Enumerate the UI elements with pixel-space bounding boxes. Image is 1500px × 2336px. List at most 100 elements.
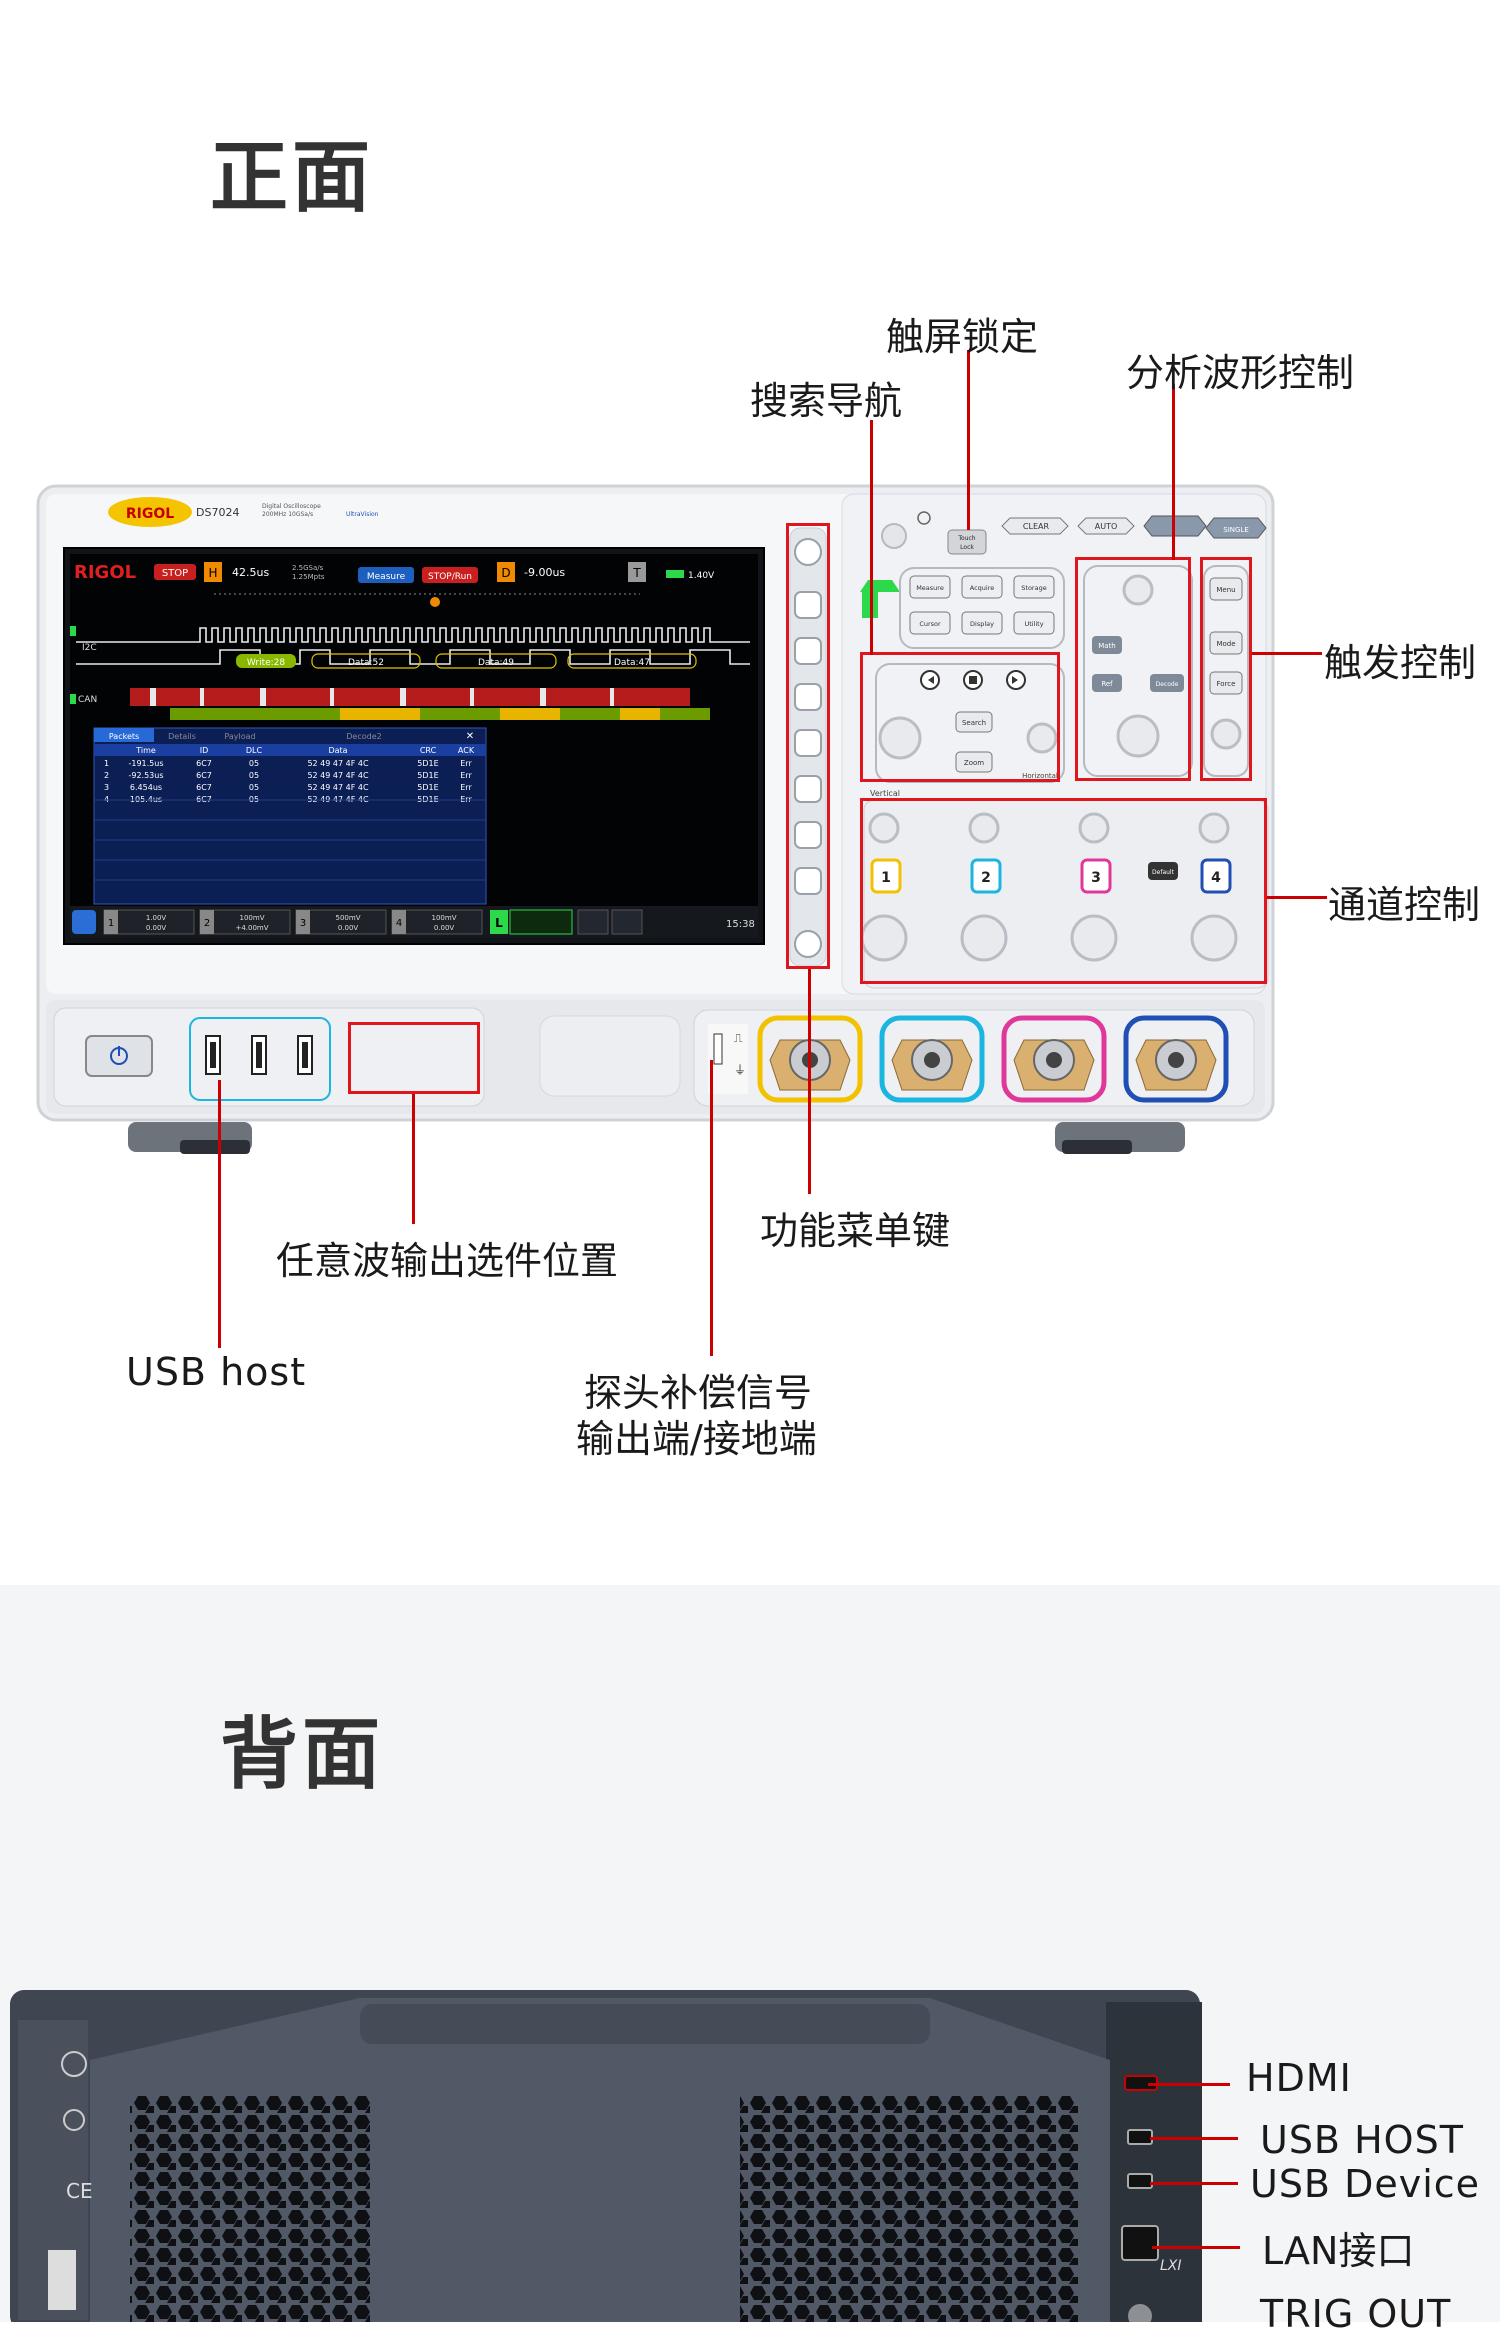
trig-force-label: Force: [1217, 680, 1236, 688]
col-data: Data: [328, 746, 347, 755]
awg-option-box: [348, 1022, 480, 1094]
trigger-callout: 触发控制: [1324, 641, 1477, 685]
menu-button[interactable]: [1013, 575, 1055, 599]
decode-cell: 6C7: [196, 771, 212, 780]
analysis-callout: 分析波形控制: [1126, 351, 1355, 395]
scale-knob[interactable]: [1070, 914, 1118, 962]
decode-tab-2[interactable]: Payload: [224, 732, 255, 741]
decode-cell: 5D1E: [417, 759, 438, 768]
oscilloscope-back: CE LXI: [10, 1990, 1202, 2322]
col-time: Time: [135, 746, 156, 755]
channel-key[interactable]: [970, 858, 1002, 894]
decode-cell: Err: [460, 759, 472, 768]
channel-callout: 通道控制: [1328, 883, 1481, 927]
default-label: Default: [1152, 869, 1175, 876]
svg-text:Lock: Lock: [960, 544, 974, 551]
channel-scale-box[interactable]: [103, 909, 195, 935]
svg-text:⎍: ⎍: [734, 1031, 743, 1045]
clear-label: CLEAR: [1023, 522, 1050, 531]
default-button[interactable]: [1148, 862, 1178, 880]
offset-knob[interactable]: [868, 812, 900, 844]
can-label: CAN: [78, 695, 97, 705]
hdmi-callout: HDMI: [1246, 2056, 1352, 2100]
decode-cell: 52 49 47 4F 4C: [307, 783, 368, 792]
channel-key-label: 1: [881, 870, 891, 886]
h-label: H: [208, 566, 217, 580]
zoom-label: Zoom: [964, 759, 984, 767]
touch-lock-callout: 触屏锁定: [886, 315, 1039, 359]
ref-label: Ref: [1101, 680, 1113, 688]
search-nav-callout: 搜索导航: [750, 379, 903, 423]
channel-scale-box[interactable]: [391, 909, 483, 935]
brand-logo-text: RIGOL: [126, 506, 174, 522]
decode-cell: 6.454us: [130, 783, 162, 792]
timebase-value: 42.5us: [232, 566, 269, 579]
channel-scale-v2: +4.00mV: [235, 924, 268, 932]
menu-button-label: Display: [970, 620, 994, 628]
offset-knob[interactable]: [1078, 812, 1110, 844]
decode-cell: 05: [249, 771, 259, 780]
func-menu-callout: 功能菜单键: [760, 1209, 951, 1253]
decode-cell: 6C7: [196, 759, 212, 768]
channel-scale-num: 3: [300, 918, 306, 929]
data-tag-3: Data:47: [614, 658, 650, 668]
menu-button[interactable]: [1013, 611, 1055, 635]
lan-callout: LAN接口: [1262, 2229, 1415, 2273]
decode-cell: 5D1E: [417, 771, 438, 780]
decode-cell: Err: [460, 783, 472, 792]
svg-text:LXI: LXI: [1160, 2258, 1182, 2274]
decode-cell: 2: [104, 771, 109, 780]
channel-key[interactable]: [870, 858, 902, 894]
scale-knob[interactable]: [960, 914, 1008, 962]
awg-option-callout: 任意波输出选件位置: [276, 1239, 619, 1283]
channel-scale-v2: 0.00V: [338, 924, 359, 932]
channel-scale-num: 4: [396, 918, 402, 929]
decode-cell: 5D1E: [417, 783, 438, 792]
write-tag: Write:28: [247, 658, 286, 668]
channel-scale-v1: 500mV: [336, 914, 361, 922]
channel-scale-num: 2: [204, 918, 210, 929]
offset-knob[interactable]: [968, 812, 1000, 844]
menu-button[interactable]: [909, 611, 951, 635]
channel-scale-v2: 0.00V: [146, 924, 167, 932]
close-icon[interactable]: ✕: [466, 731, 474, 742]
decode-cell: 52 49 47 4F 4C: [307, 759, 368, 768]
menu-button[interactable]: [961, 611, 1003, 635]
menu-button-label: Storage: [1021, 584, 1046, 592]
channel-key[interactable]: [1200, 858, 1232, 894]
channel-scale-v1: 100mV: [432, 914, 457, 922]
channel-scale-v2: 0.00V: [434, 924, 455, 932]
decode-cell: -191.5us: [128, 759, 163, 768]
usb-host-back-callout: USB HOST: [1260, 2118, 1464, 2162]
menu-button[interactable]: [909, 575, 951, 599]
svg-text:Touch: Touch: [957, 535, 975, 542]
channel-scale-v1: 100mV: [240, 914, 265, 922]
decode-label: Decode: [1156, 681, 1179, 688]
menu-button-label: Acquire: [970, 584, 995, 592]
scale-knob[interactable]: [1190, 914, 1238, 962]
decode-tab-0[interactable]: Packets: [109, 732, 139, 741]
channel-key-label: 4: [1211, 870, 1221, 886]
decode-cell: Err: [460, 771, 472, 780]
decode-tab-1[interactable]: Details: [168, 732, 196, 741]
channel-scale-num: 1: [108, 918, 114, 929]
clock: 15:38: [726, 919, 755, 930]
d-label: D: [501, 566, 510, 580]
svg-text:L: L: [495, 916, 503, 930]
trigger-box: [1200, 557, 1252, 781]
i2c-label: I2C: [82, 643, 97, 653]
decode-tab-3[interactable]: Decode2: [346, 732, 381, 741]
subtitle-2: 200MHz 10GSa/s: [262, 511, 313, 518]
col-crc: CRC: [420, 746, 437, 755]
measure-badge: Measure: [367, 572, 406, 582]
probe-comp-callout-2: 输出端/接地端: [576, 1417, 817, 1461]
channel-key[interactable]: [1080, 858, 1112, 894]
math-label: Math: [1098, 642, 1116, 650]
offset-knob[interactable]: [1198, 812, 1230, 844]
decode-cell: 1: [104, 759, 109, 768]
trig-level: 1.40V: [688, 571, 715, 581]
trig-out-callout: TRIG OUT: [1260, 2292, 1452, 2336]
decode-cell: 05: [249, 783, 259, 792]
decode-cell: 6C7: [196, 783, 212, 792]
menu-button[interactable]: [961, 575, 1003, 599]
